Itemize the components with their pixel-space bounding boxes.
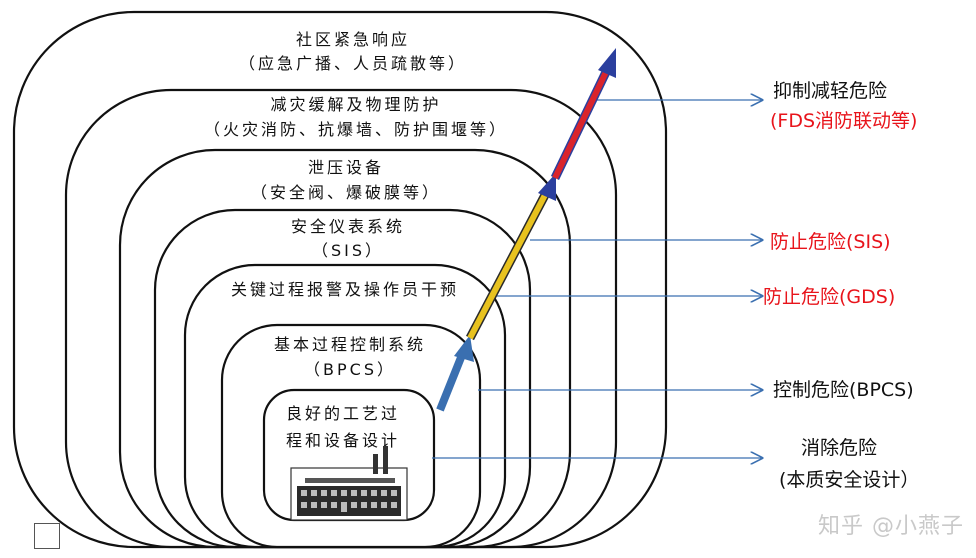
outcome-gds-label: 防止危险(GDS) — [763, 286, 895, 308]
layer-sublabel-sis: （SIS） — [312, 241, 384, 260]
layer-label-community: 社区紧急响应 — [296, 30, 410, 49]
layer-label-alarm: 关键过程报警及操作员干预 — [231, 280, 459, 299]
escalation-arrowhead-yellow — [538, 173, 556, 201]
escalation-arrow — [436, 48, 616, 412]
layer-label-design: 良好的工艺过 — [286, 404, 400, 423]
layer-sublabel-mitigation: （火灾消防、抗爆墙、防护围堰等） — [204, 120, 508, 139]
layer-sublabel-bpcs: （BPCS） — [304, 360, 396, 379]
factory-icon — [290, 446, 408, 521]
layer-label-bpcs: 基本过程控制系统 — [274, 335, 426, 354]
layer-label-sis: 安全仪表系统 — [291, 217, 405, 236]
layer-sublabel-design: 程和设备设计 — [286, 431, 400, 450]
outcome-design-label: 消除危险 — [801, 437, 877, 459]
layer-sublabel-relief: （安全阀、爆破膜等） — [251, 183, 441, 202]
outcome-sis-label: 防止危险(SIS) — [770, 231, 891, 253]
escalation-arrowhead-red — [598, 48, 616, 78]
escalation-arrowhead-blue — [454, 335, 474, 362]
layer-label-relief: 泄压设备 — [308, 158, 384, 177]
outcome-mitigate-label: 抑制减轻危险 — [773, 80, 887, 102]
corner-checkbox — [34, 523, 60, 549]
layer-sublabel-community: （应急广播、人员疏散等） — [239, 54, 467, 73]
outcome-mitigate-sublabel: (FDS消防联动等) — [770, 110, 917, 132]
outcome-bpcs-label: 控制危险(BPCS) — [773, 379, 914, 401]
outcome-design-sublabel: (本质安全设计） — [779, 469, 919, 491]
watermark: 知乎 @小燕子 — [818, 514, 964, 539]
layer-label-mitigation: 减灾缓解及物理防护 — [270, 95, 441, 114]
